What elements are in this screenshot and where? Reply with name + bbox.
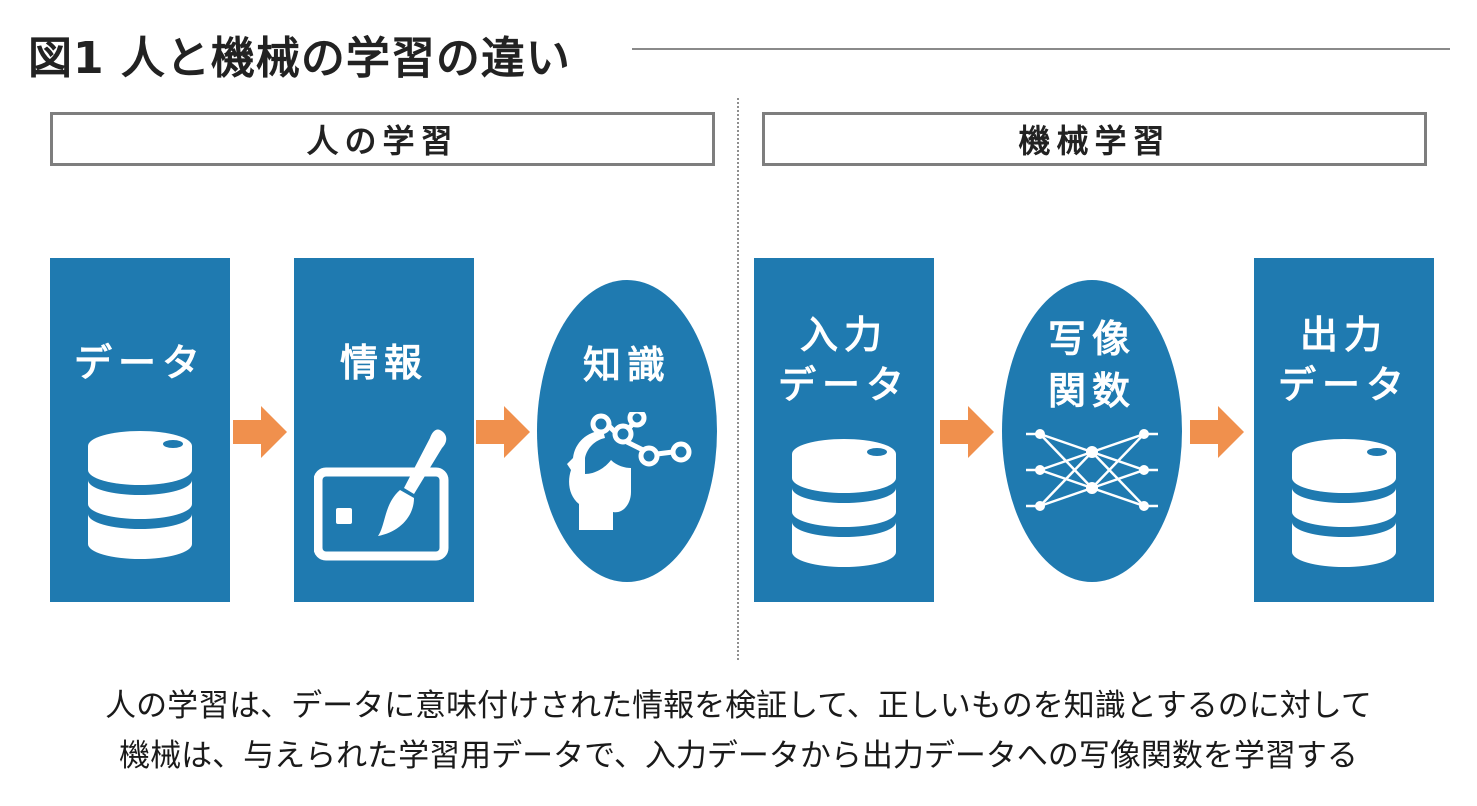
head-network-icon xyxy=(567,412,692,530)
machine-input-card: 入力 データ xyxy=(754,258,934,602)
caption-line2: 機械は、与えられた学習用データで、入力データから出力データへの写像関数を学習する xyxy=(119,738,1358,774)
human-info-card: 情報 xyxy=(294,258,474,602)
machine-input-label-line2: データ xyxy=(777,363,910,407)
database-icon xyxy=(792,439,896,567)
neural-network-icon xyxy=(1026,429,1158,511)
figure-title: 図1 人と機械の学習の違い xyxy=(28,33,571,84)
machine-output-card: 出力 データ xyxy=(1254,258,1434,602)
arrow-input-to-mapping xyxy=(940,406,994,458)
database-icon xyxy=(88,431,192,559)
arrow-data-to-info xyxy=(233,406,287,458)
section-divider xyxy=(737,98,739,660)
machine-output-label-line1: 出力 xyxy=(1299,313,1388,357)
machine-mapping-label-line2: 関数 xyxy=(1047,369,1136,413)
human-info-label: 情報 xyxy=(339,341,428,385)
human-knowledge-label: 知識 xyxy=(582,343,671,387)
human-data-card: データ xyxy=(50,258,230,602)
human-knowledge-oval: 知識 xyxy=(537,280,717,582)
section-human-learning: 人の学習 xyxy=(50,112,715,166)
caption-line1: 人の学習は、データに意味付けされた情報を検証して、正しいものを知識とするのに対し… xyxy=(105,688,1372,724)
arrow-mapping-to-output xyxy=(1190,406,1244,458)
title-rule xyxy=(632,48,1450,50)
database-icon xyxy=(1292,439,1396,567)
machine-output-label-line2: データ xyxy=(1277,363,1410,407)
machine-mapping-oval: 写像 関数 xyxy=(1002,280,1182,582)
machine-input-label-line1: 入力 xyxy=(799,313,888,357)
section-machine-learning: 機械学習 xyxy=(762,112,1427,166)
arrow-info-to-knowledge xyxy=(476,406,530,458)
human-data-label: データ xyxy=(73,341,206,385)
machine-mapping-label-line1: 写像 xyxy=(1047,317,1136,361)
pen-tablet-icon xyxy=(314,429,449,561)
